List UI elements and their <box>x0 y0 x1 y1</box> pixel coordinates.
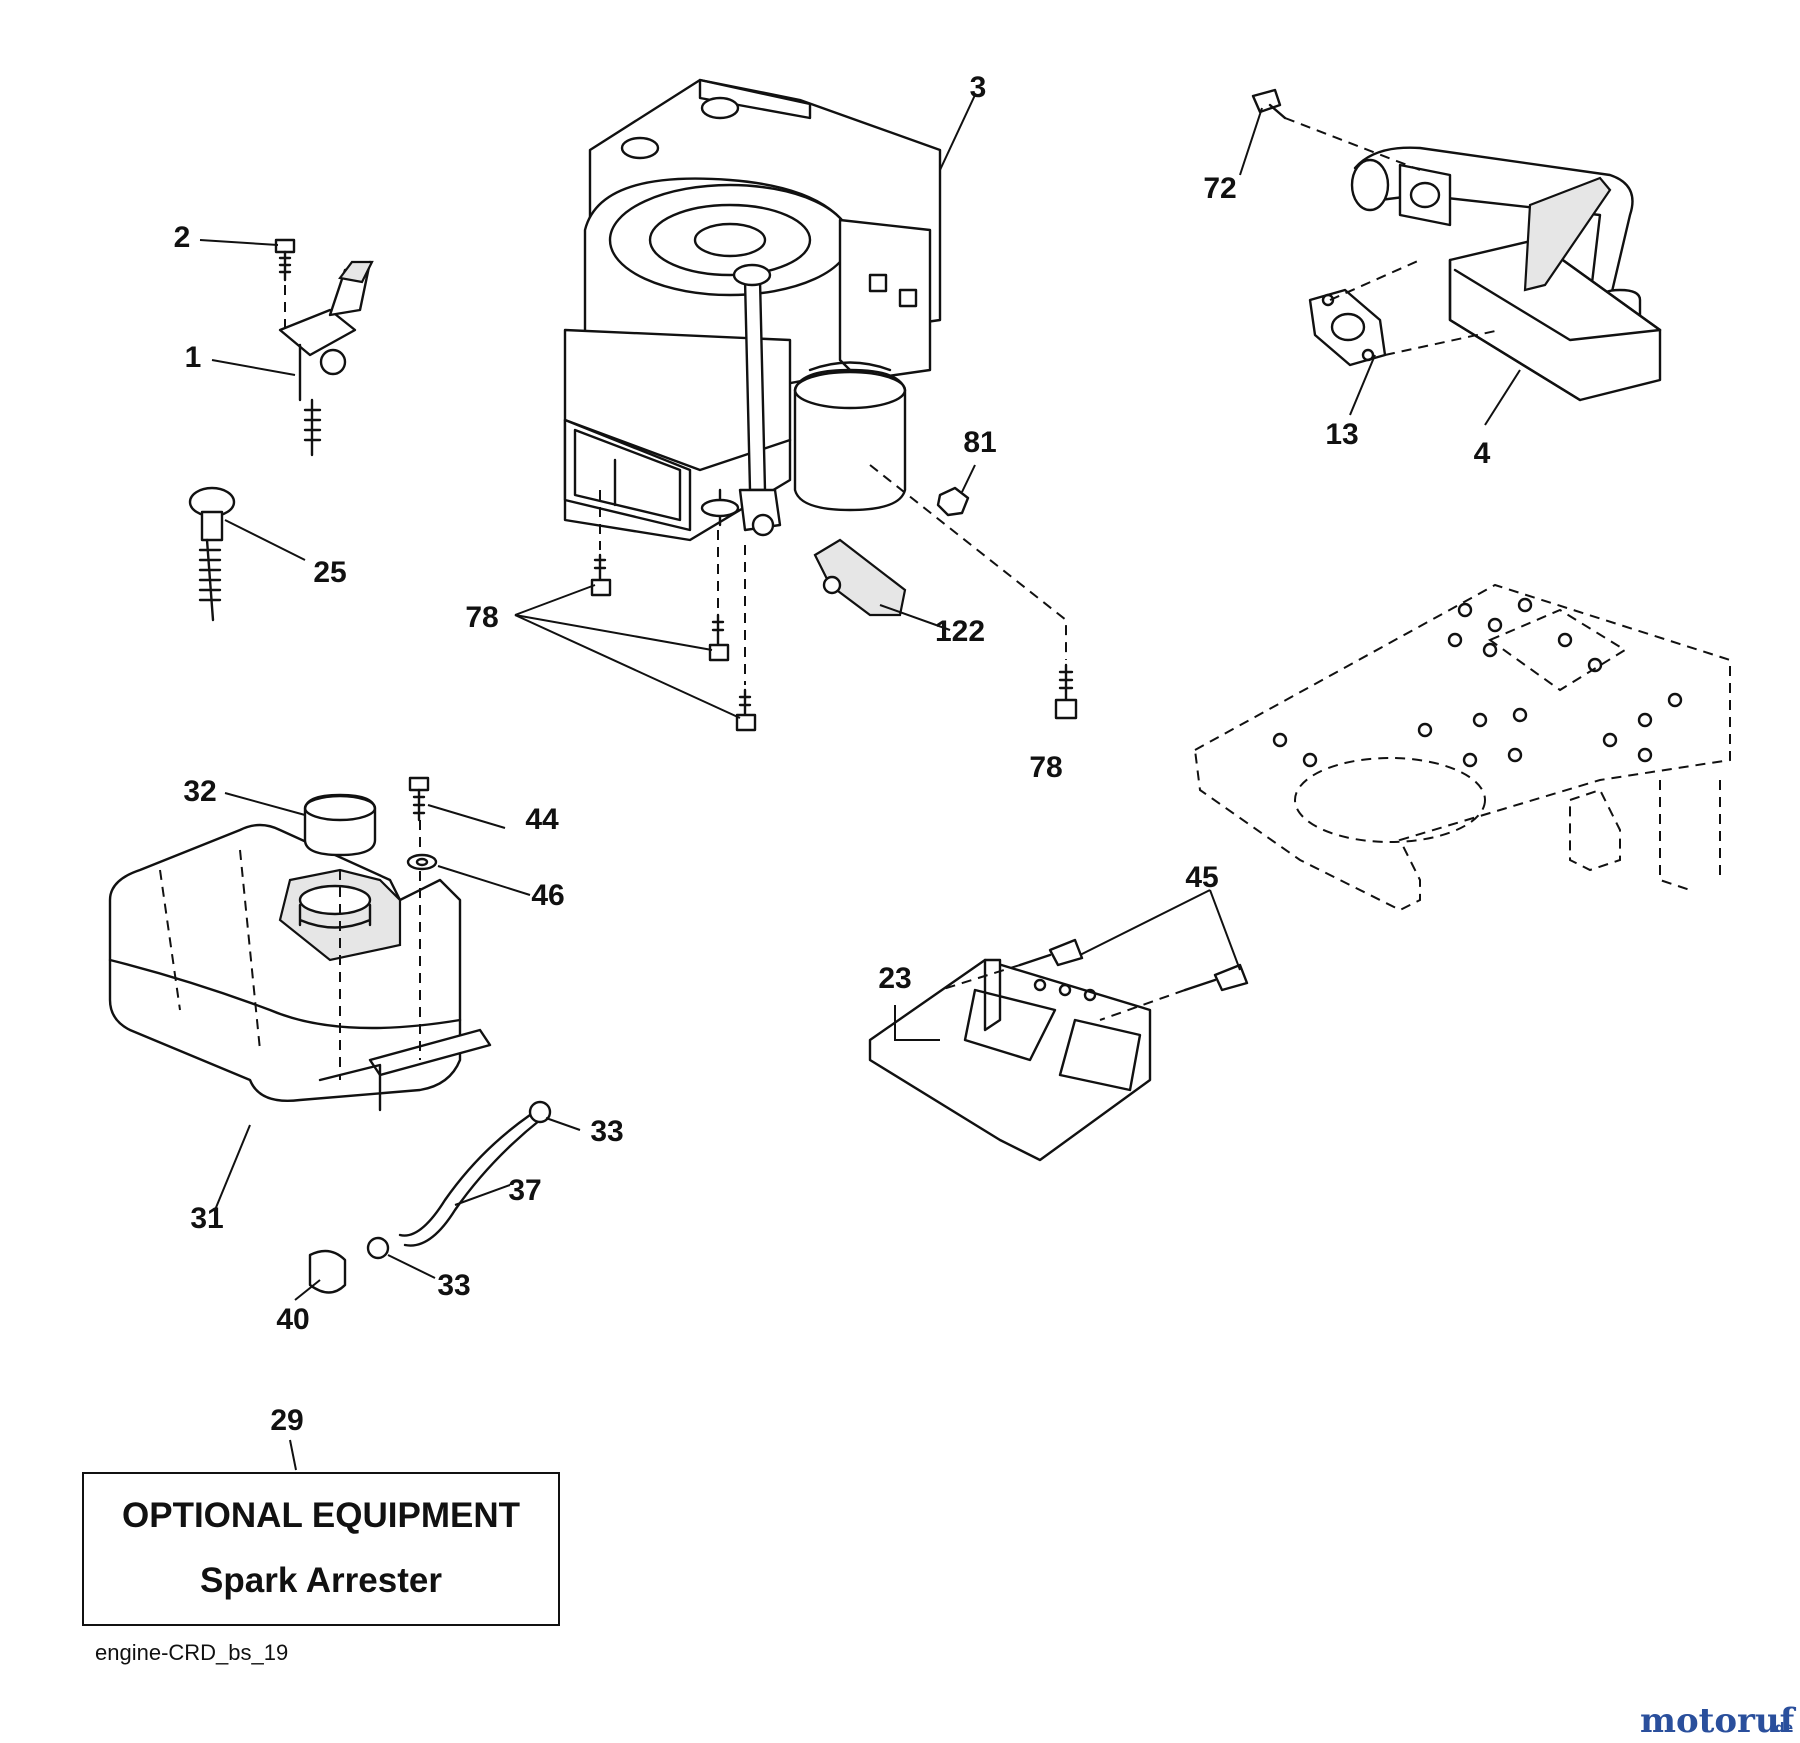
callout-25: 25 <box>313 556 346 589</box>
leader-lines <box>199 94 1521 1471</box>
callout-31: 31 <box>190 1202 223 1235</box>
callout-29: 29 <box>270 1404 303 1437</box>
frame-holes <box>1272 597 1683 768</box>
callout-78-left: 78 <box>465 601 498 634</box>
fuel-tank <box>108 820 492 1112</box>
engine-bolts <box>590 464 1078 732</box>
callout-4: 4 <box>1474 437 1491 470</box>
choke-knob <box>188 486 236 622</box>
watermark: motoruf .de <box>1640 1701 1797 1741</box>
nut <box>936 486 970 517</box>
callout-37: 37 <box>508 1174 541 1207</box>
callout-46: 46 <box>531 879 564 912</box>
callout-23: 23 <box>878 962 911 995</box>
callout-3: 3 <box>970 71 987 104</box>
watermark-suffix: .de <box>1770 1721 1793 1736</box>
callout-122: 122 <box>935 615 985 648</box>
optional-equipment-title: OPTIONAL EQUIPMENT <box>122 1496 520 1535</box>
callout-44: 44 <box>525 803 559 836</box>
callout-1: 1 <box>185 341 202 374</box>
optional-equipment-box: OPTIONAL EQUIPMENT Spark Arrester <box>82 1472 560 1626</box>
callout-32: 32 <box>183 775 216 808</box>
fuel-line <box>308 1100 552 1294</box>
drawing-code: engine-CRD_bs_19 <box>95 1640 288 1665</box>
callout-33-top: 33 <box>590 1115 623 1148</box>
callout-40: 40 <box>276 1303 309 1336</box>
callout-78-right: 78 <box>1029 751 1062 784</box>
callout-13: 13 <box>1325 418 1358 451</box>
shield-plate <box>868 938 1249 1162</box>
callout-72: 72 <box>1203 172 1236 205</box>
optional-equipment-item: Spark Arrester <box>200 1561 442 1600</box>
tractor-frame <box>1193 583 1731 912</box>
callout-33-bottom: 33 <box>437 1269 470 1302</box>
callout-81: 81 <box>963 426 996 459</box>
muffler-assembly <box>1251 88 1662 402</box>
callout-2: 2 <box>174 221 191 254</box>
callout-45: 45 <box>1185 861 1218 894</box>
watermark-text: motoruf <box>1640 1701 1797 1741</box>
engine-assembly <box>563 78 942 542</box>
dipstick-bracket <box>813 538 907 617</box>
fuel-cap <box>303 793 377 857</box>
tank-screw <box>406 776 438 871</box>
callout-labels: 3 2 1 25 72 13 4 81 78 122 78 32 44 46 4… <box>174 71 1491 1437</box>
throttle-control <box>274 238 374 457</box>
